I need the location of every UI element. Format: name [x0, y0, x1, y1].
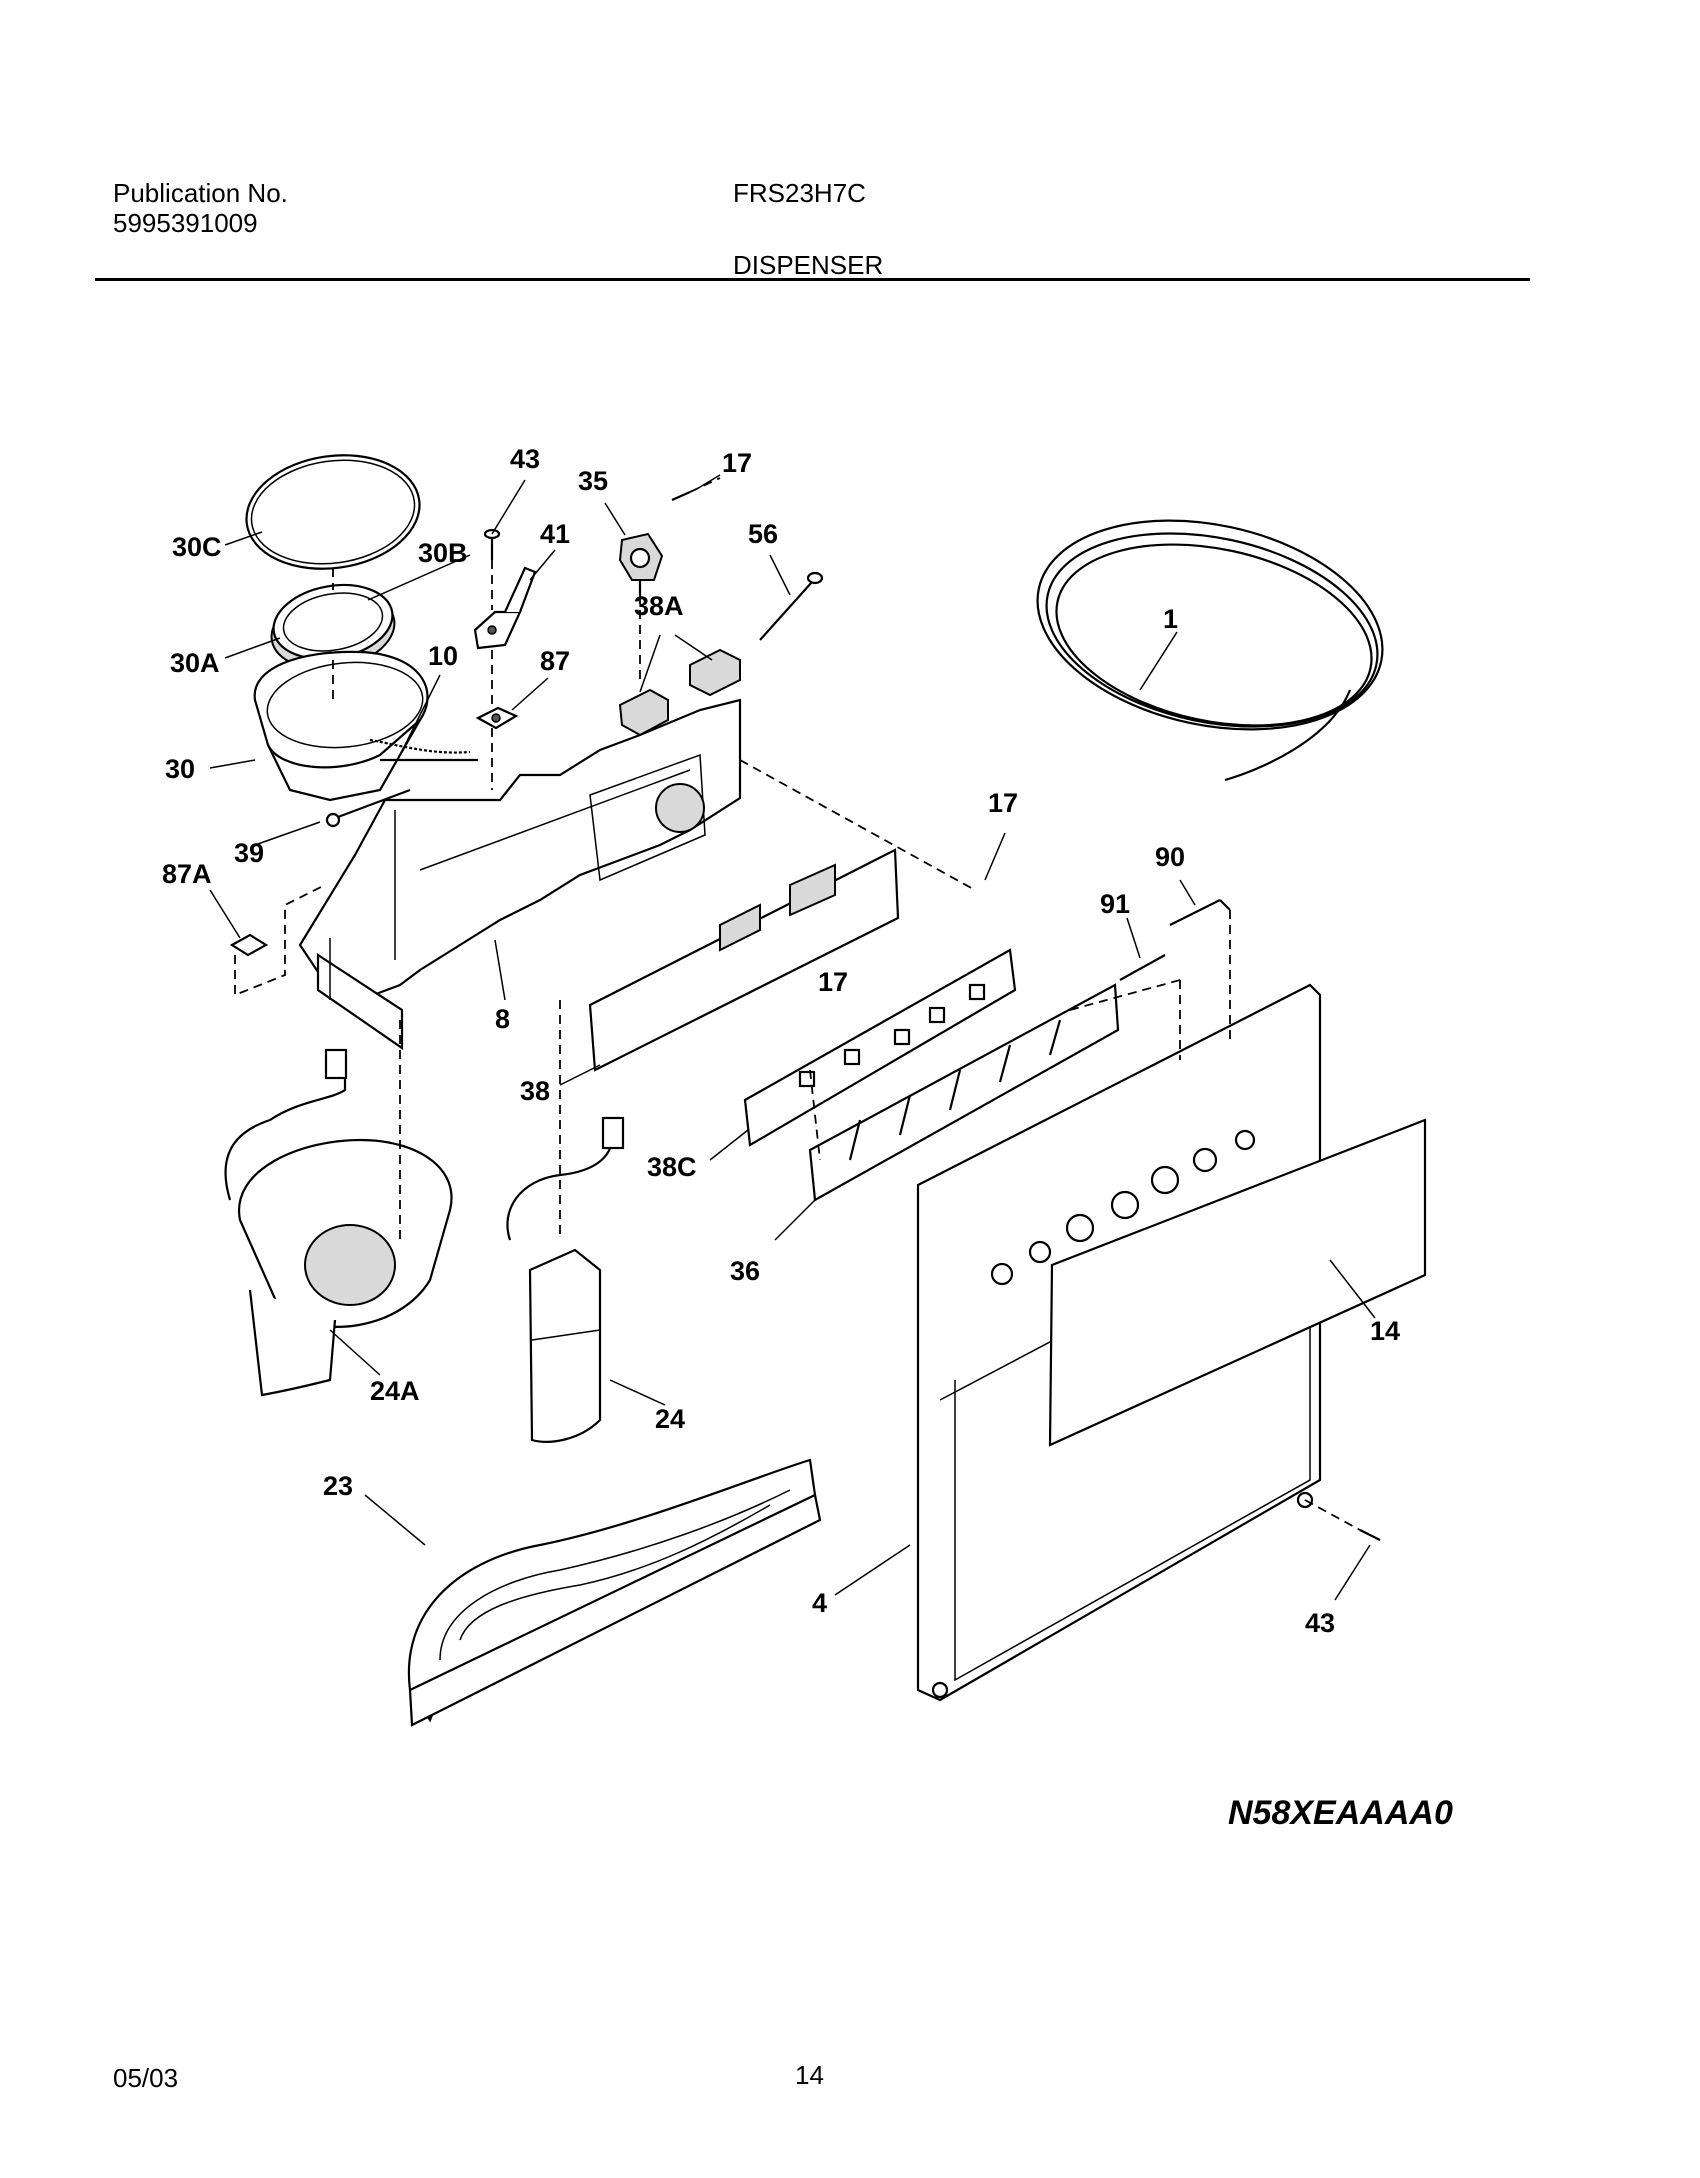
callout-87a: 87A — [162, 859, 212, 889]
footer-date: 05/03 — [113, 2063, 179, 2093]
part-35-solenoid — [618, 532, 664, 595]
callout-17-top: 17 — [722, 448, 752, 478]
part-38-control-board — [588, 848, 900, 1072]
callout-8: 8 — [495, 1004, 510, 1034]
part-24a-ice-chute — [224, 1048, 453, 1397]
part-41-bracket — [473, 566, 537, 650]
callout-41: 41 — [540, 519, 570, 549]
part-1-tubing-coil — [1036, 519, 1384, 782]
part-87-pad — [475, 706, 519, 730]
part-30-door — [253, 650, 478, 828]
publication-label: Publication No. — [113, 178, 288, 208]
callout-90: 90 — [1155, 842, 1185, 872]
callout-38c: 38C — [647, 1152, 697, 1182]
section-title: DISPENSER — [733, 250, 884, 280]
callout-24: 24 — [655, 1404, 685, 1434]
publication-number: 5995391009 — [113, 208, 258, 238]
header-rule — [95, 278, 1530, 281]
part-30c-ring — [245, 454, 421, 570]
page-number: 14 — [795, 2060, 824, 2090]
callout-91: 91 — [1100, 889, 1130, 919]
part-90-91-levers — [1119, 899, 1231, 981]
callout-39: 39 — [234, 838, 264, 868]
callout-38a: 38A — [634, 591, 684, 621]
callout-23: 23 — [323, 1471, 353, 1501]
callout-17-right: 17 — [988, 788, 1018, 818]
callout-38: 38 — [520, 1076, 550, 1106]
part-17-screw-top — [671, 490, 691, 502]
callout-4: 4 — [812, 1588, 827, 1618]
callout-30c: 30C — [172, 532, 222, 562]
part-23-drip-tray — [407, 1458, 822, 1727]
callout-43-top: 43 — [510, 444, 540, 474]
part-14-overlay — [1048, 1118, 1427, 1447]
callout-87: 87 — [540, 646, 570, 676]
callout-24a: 24A — [370, 1376, 420, 1406]
part-24-water-chute — [506, 1116, 625, 1443]
callout-56: 56 — [748, 519, 778, 549]
part-36-lever-strip — [808, 983, 1120, 1202]
part-87a-pad — [229, 933, 269, 957]
part-38a-switches — [618, 648, 741, 737]
part-43-screw-bottom — [1359, 1529, 1381, 1541]
callout-30: 30 — [165, 754, 195, 784]
callout-10: 10 — [428, 641, 458, 671]
callout-17-mid: 17 — [818, 967, 848, 997]
part-8-housing — [298, 698, 742, 1051]
callout-30b: 30B — [418, 538, 468, 568]
callout-leaders — [209, 474, 1376, 1601]
part-38c-board — [743, 948, 1017, 1147]
part-30a-30b-ring — [270, 583, 396, 670]
part-56-shaft — [759, 571, 824, 641]
callout-1: 1 — [1163, 604, 1178, 634]
drawing-code: N58XEAAAA0 — [1228, 1794, 1453, 1832]
callout-43-bottom: 43 — [1305, 1608, 1335, 1638]
model-number: FRS23H7C — [733, 178, 866, 208]
callout-36: 36 — [730, 1256, 760, 1286]
callout-35: 35 — [578, 466, 608, 496]
callout-14: 14 — [1370, 1316, 1400, 1346]
part-43-screw — [483, 528, 501, 560]
callout-30a: 30A — [170, 648, 220, 678]
